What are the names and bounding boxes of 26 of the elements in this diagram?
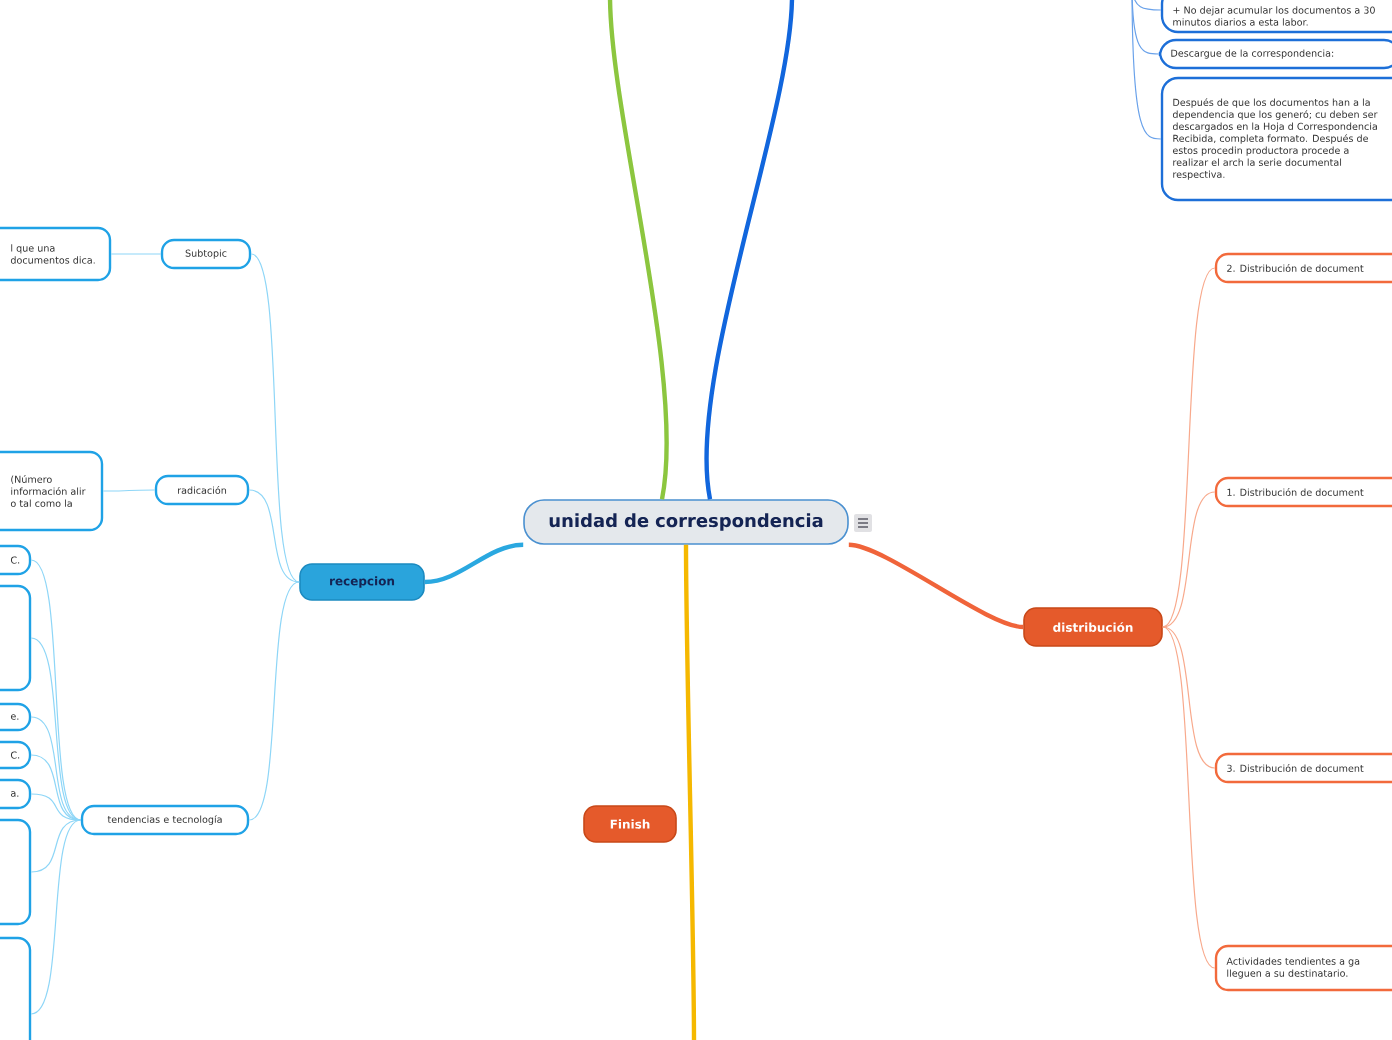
connector: [30, 716, 82, 821]
connector: [248, 581, 300, 821]
connector: [1162, 267, 1216, 628]
connector: [424, 542, 524, 585]
subtopic-box: [0, 936, 32, 1040]
connector: [30, 559, 82, 821]
central-topic: unidad de correspondencia: [523, 499, 849, 545]
connector: [1131, 0, 1162, 140]
connector: [1162, 626, 1216, 769]
subtopic-box: [0, 584, 32, 692]
connector: [1162, 491, 1216, 628]
connector: [683, 544, 697, 1040]
connector: [102, 489, 156, 492]
connector: [30, 793, 82, 821]
connector: [30, 819, 82, 873]
subtopic-box: [0, 818, 32, 926]
connector: [1162, 626, 1216, 969]
connector: [1131, 0, 1162, 11]
connector: [607, 0, 669, 500]
connector: [110, 253, 162, 255]
connector: [248, 489, 300, 583]
connector: [30, 819, 82, 1015]
connector: [704, 0, 795, 500]
connector: [250, 253, 300, 583]
connector: [848, 542, 1024, 630]
connector: [30, 637, 82, 821]
